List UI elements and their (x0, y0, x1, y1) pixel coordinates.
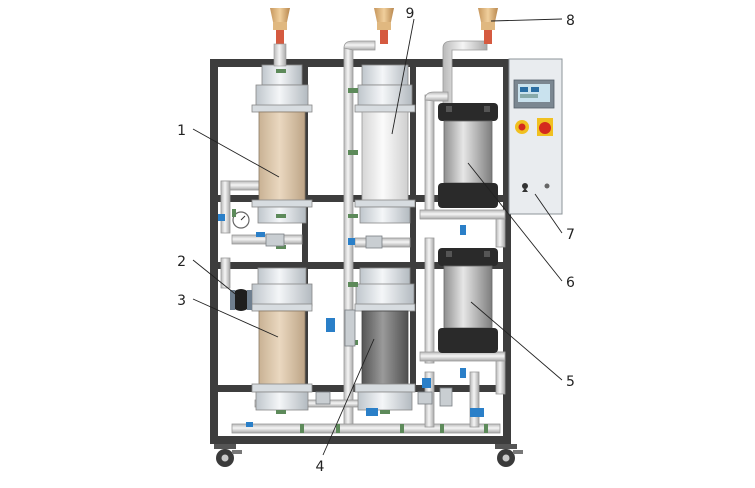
callout-3: 3 (177, 293, 186, 309)
filter-column-3 (251, 267, 313, 411)
pressure-vessel-5 (438, 248, 498, 353)
callout-5: 5 (566, 374, 575, 390)
caster-right (495, 444, 523, 467)
callout-1: 1 (177, 123, 186, 139)
callout-2: 2 (177, 254, 186, 270)
top-valve-right (478, 8, 498, 44)
pressure-vessel-6 (438, 103, 498, 208)
callout-4: 4 (316, 459, 325, 475)
top-valve-middle (374, 8, 394, 44)
grey-valve-bodies (265, 233, 453, 407)
emergency-stop-button (539, 122, 551, 134)
control-cabinet (508, 58, 563, 215)
filter-column-9 (354, 64, 416, 224)
callouts: 1 2 3 4 5 6 7 8 9 (177, 6, 575, 475)
callout-8: 8 (566, 13, 575, 29)
pressure-gauge (232, 211, 250, 229)
piping (220, 40, 506, 434)
filter-column-4 (354, 267, 416, 411)
caster-left (214, 444, 242, 467)
blue-valve-handles (218, 214, 484, 427)
callout-6: 6 (566, 275, 575, 291)
callout-7: 7 (566, 227, 575, 243)
callout-lines (192, 18, 563, 456)
callout-9: 9 (406, 6, 415, 22)
top-valve-left (270, 8, 290, 67)
filter-column-1 (251, 64, 313, 224)
